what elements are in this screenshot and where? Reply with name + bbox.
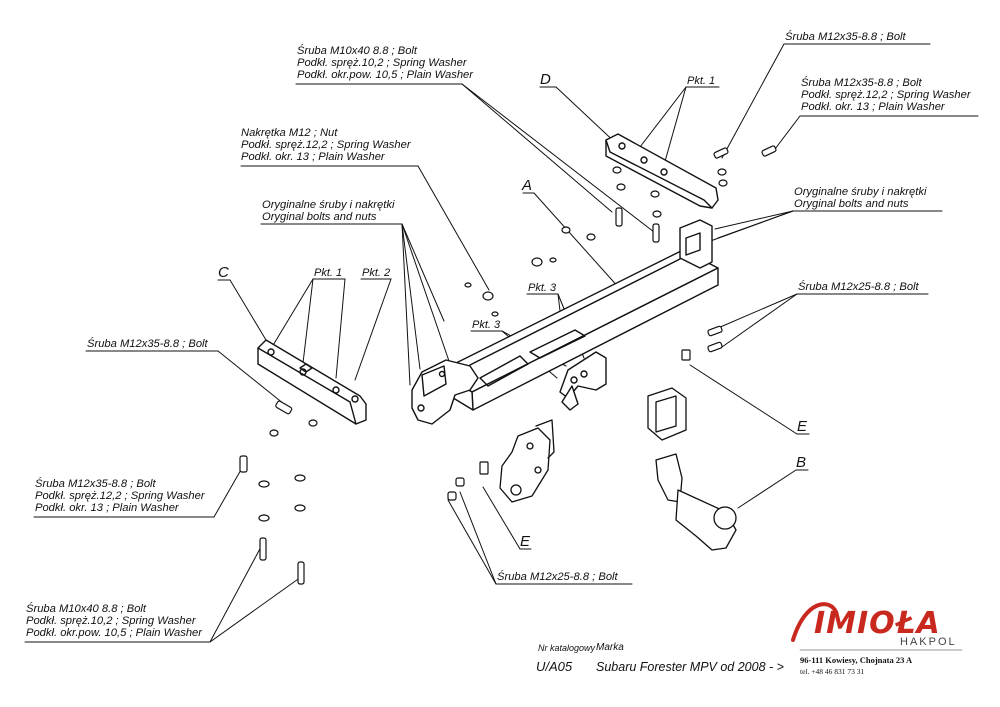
label-line: Podkł. spręż.12,2 ; Spring Washer	[35, 490, 205, 502]
point-label-pkt2-c: Pkt. 2	[362, 267, 391, 279]
label-top-right-2: Śruba M12x35-8.8 ; Bolt Podkł. spręż.12,…	[801, 77, 971, 113]
catalog-number: U/A05	[536, 659, 573, 674]
company-address: 96-111 Kowiesy, Chojnata 23 A	[800, 655, 913, 665]
catalog-number-label: Nr katalogowy	[538, 643, 596, 653]
label-line: Podkł. spręż.12,2 ; Spring Washer	[241, 139, 411, 151]
part-letter-c: C	[218, 264, 229, 281]
bracket-d	[605, 133, 719, 209]
label-line: Podkł. okr. 13 ; Plain Washer	[241, 151, 385, 163]
label-line: Podkł. spręż.10,2 ; Spring Washer	[297, 57, 467, 69]
label-line: Śruba M12x35-8.8 ; Bolt	[87, 338, 208, 350]
logo-swoosh	[791, 602, 838, 642]
label-line: Oryginal bolts and nuts	[794, 198, 909, 210]
label-bottom-m12x25: Śruba M12x25-8.8 ; Bolt	[497, 571, 618, 583]
label-original-bolts-left: Oryginalne śruby i nakrętki Oryginal bol…	[262, 199, 394, 223]
ball-mount-b	[647, 387, 737, 551]
point-label-pkt3-b: Pkt. 3	[472, 319, 501, 331]
label-line: Śruba M12x35-8.8 ; Bolt	[35, 478, 156, 490]
label-bolt-left: Śruba M12x35-8.8 ; Bolt	[87, 338, 208, 350]
label-bolt-right-m12x25: Śruba M12x25-8.8 ; Bolt	[798, 281, 919, 293]
label-line: Śruba M12x25-8.8 ; Bolt	[798, 281, 919, 293]
label-top-right-1: Śruba M12x35-8.8 ; Bolt	[785, 31, 906, 43]
company-sub: HAKPOL	[900, 636, 957, 648]
company-logo: IMIOŁA	[814, 606, 941, 641]
label-line: Oryginalne śruby i nakrętki	[262, 199, 395, 211]
label-line: Śruba M12x25-8.8 ; Bolt	[497, 571, 618, 583]
label-line: Podkł. okr.pow. 10,5 ; Plain Washer	[297, 69, 473, 81]
label-original-bolts-right: Oryginalne śruby i nakrętki Oryginal bol…	[794, 186, 926, 210]
label-line: Podkł. spręż.10,2 ; Spring Washer	[26, 615, 196, 627]
part-letter-a: A	[522, 177, 533, 194]
label-nut: Nakrętka M12 ; Nut Podkł. spręż.12,2 ; S…	[241, 127, 411, 163]
label-line: Podkł. spręż.12,2 ; Spring Washer	[801, 89, 971, 101]
fasteners	[239, 145, 777, 585]
point-label-pkt1-top: Pkt. 1	[687, 75, 716, 87]
label-line: Nakrętka M12 ; Nut	[241, 127, 338, 139]
part-letter-d: D	[540, 71, 551, 88]
bracket-e-left	[499, 419, 555, 503]
point-label-pkt1-c: Pkt. 1	[314, 267, 343, 279]
label-line: Podkł. okr.pow. 10,5 ; Plain Washer	[26, 627, 202, 639]
label-line: Oryginalne śruby i nakrętki	[794, 186, 927, 198]
label-line: Podkł. okr. 13 ; Plain Washer	[35, 502, 179, 514]
label-line: Śruba M10x40 8.8 ; Bolt	[26, 603, 147, 615]
label-line: Podkł. okr. 13 ; Plain Washer	[801, 101, 945, 113]
company-phone: tel. +48 46 831 73 31	[800, 667, 865, 676]
label-line: Śruba M10x40 8.8 ; Bolt	[297, 45, 418, 57]
brand-label: Marka	[596, 642, 624, 653]
label-left-m12x35: Śruba M12x35-8.8 ; Bolt Podkł. spręż.12,…	[35, 478, 205, 514]
label-line: Oryginal bolts and nuts	[262, 211, 377, 223]
label-top-center: Śruba M10x40 8.8 ; Bolt Podkł. spręż.10,…	[297, 45, 473, 81]
part-letter-e-right: E	[797, 418, 808, 435]
crossbar-a	[411, 219, 719, 425]
label-line: Śruba M12x35-8.8 ; Bolt	[801, 77, 922, 89]
label-underlines	[24, 43, 979, 643]
label-left-m10x40: Śruba M10x40 8.8 ; Bolt Podkł. spręż.10,…	[26, 603, 202, 639]
part-letter-b: B	[796, 454, 807, 471]
part-letter-e-left: E	[520, 533, 531, 550]
bracket-c	[257, 339, 367, 425]
point-label-pkt3-a: Pkt. 3	[528, 282, 557, 294]
vehicle-model: Subaru Forester MPV od 2008 - >	[596, 660, 784, 674]
label-line: Śruba M12x35-8.8 ; Bolt	[785, 31, 906, 43]
